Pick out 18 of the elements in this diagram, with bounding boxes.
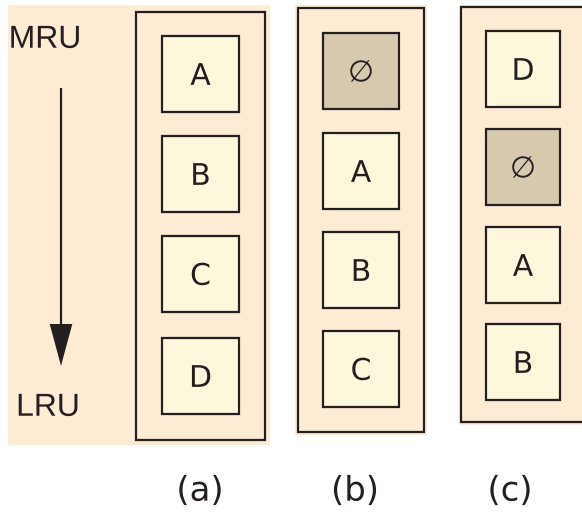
panel-label: (a) <box>179 474 221 506</box>
cache-cell: C <box>322 330 400 408</box>
cache-cell: ∅ <box>322 32 400 110</box>
cache-cell: A <box>484 226 562 304</box>
cache-cell: C <box>160 234 240 314</box>
cache-cell: B <box>160 134 240 214</box>
cache-cell: ∅ <box>484 128 562 206</box>
cache-cell: B <box>484 322 562 402</box>
cache-cell: A <box>160 34 240 114</box>
cache-cell: B <box>322 230 400 310</box>
axis-label: MRU <box>11 26 79 48</box>
panel-label: (c) <box>490 474 530 506</box>
cache-cell: D <box>484 30 562 108</box>
panel-label: (b) <box>334 474 376 506</box>
container-box <box>134 10 266 442</box>
cache-cell: A <box>322 132 400 210</box>
axis-label: LRU <box>18 394 78 416</box>
cache-cell: D <box>160 336 240 416</box>
